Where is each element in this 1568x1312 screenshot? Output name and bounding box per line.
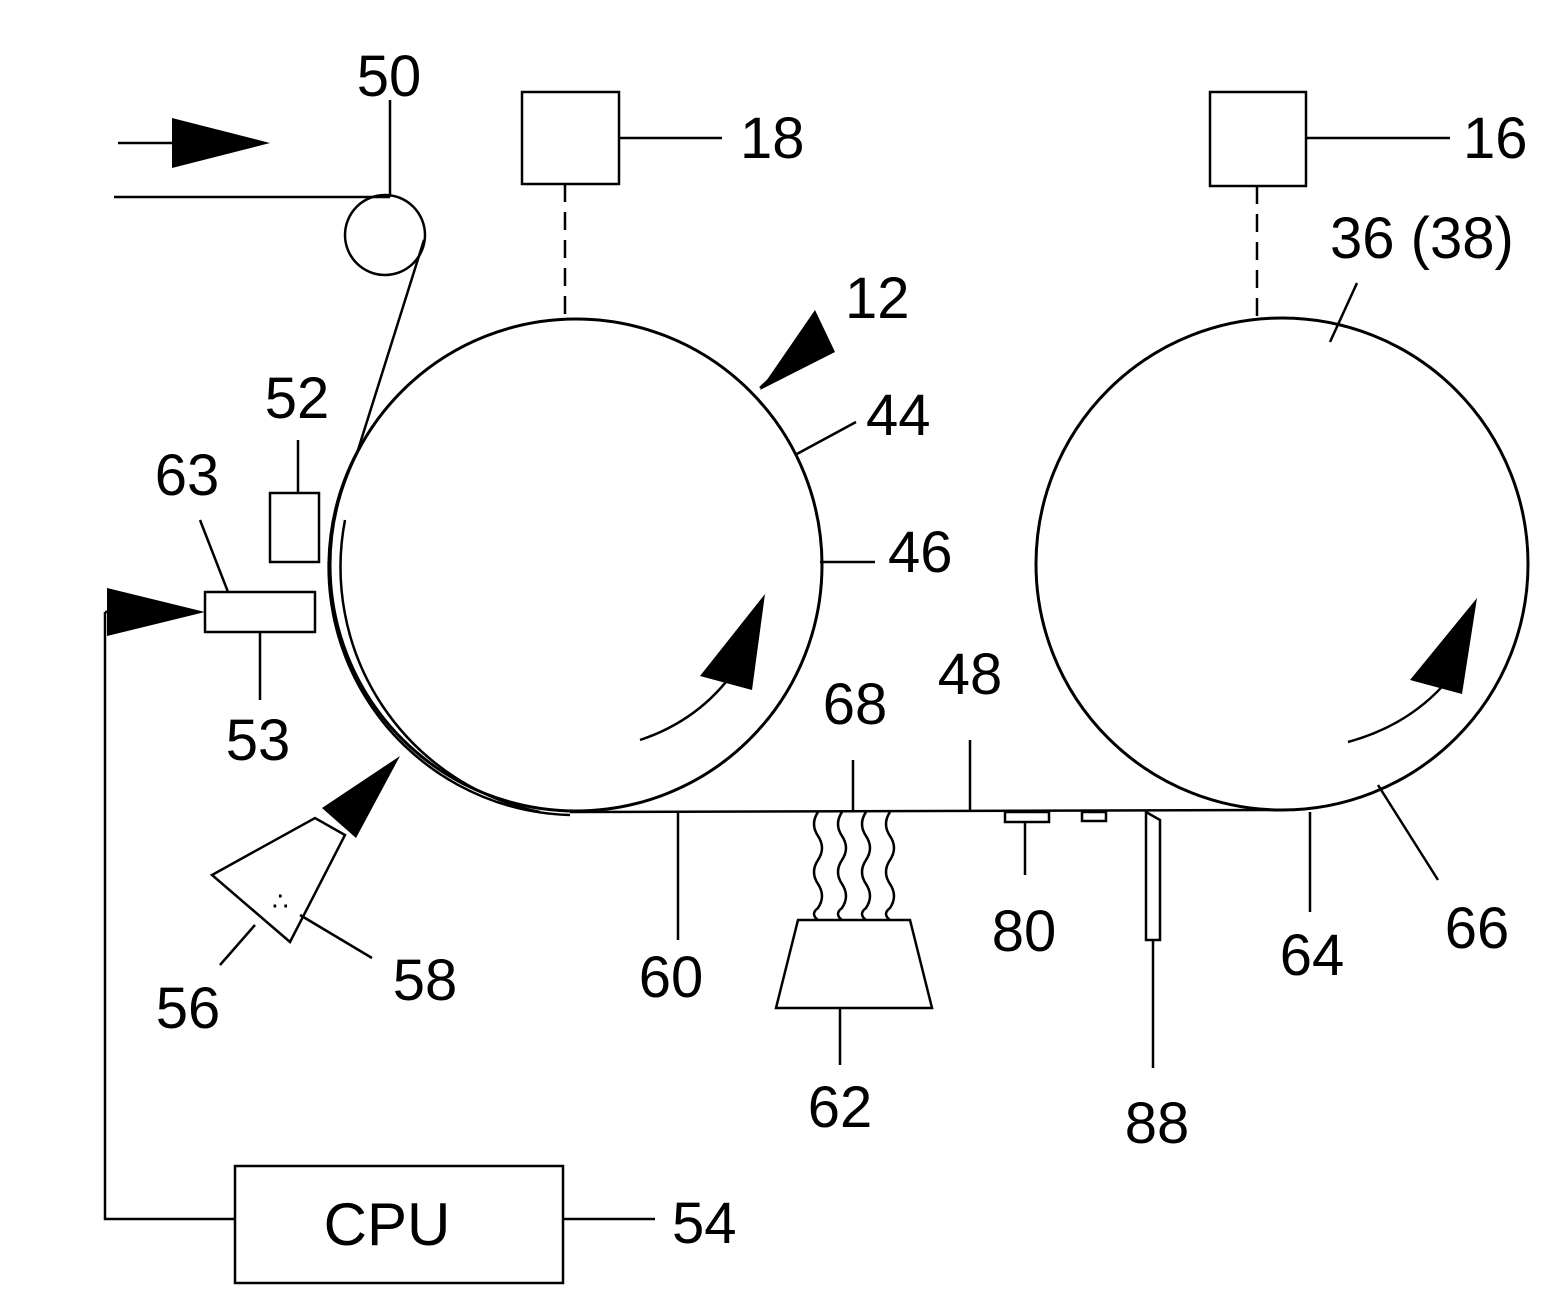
label-53: 53 <box>226 708 291 773</box>
drum-12 <box>330 319 822 811</box>
rotation-arrow-left <box>640 594 765 740</box>
unit-52-box <box>270 493 319 562</box>
unit-53-box <box>205 592 315 632</box>
label-46: 46 <box>888 520 953 585</box>
drum-36 <box>1036 318 1528 810</box>
nozzle-58-leader <box>300 915 372 958</box>
unit-16-box <box>1210 92 1306 186</box>
unit-63-leader <box>200 520 228 592</box>
label-63: 63 <box>155 443 220 508</box>
rotation-arrow-right <box>1348 598 1477 742</box>
label-16: 16 <box>1463 106 1528 171</box>
leader-44 <box>795 422 856 455</box>
label-50: 50 <box>357 44 422 109</box>
label-48: 48 <box>938 642 1003 707</box>
label-36: 36 (38) <box>1330 206 1514 271</box>
feed-arrow <box>118 118 270 168</box>
web-wrap <box>329 450 570 815</box>
sensor-80b <box>1082 812 1106 821</box>
label-54: 54 <box>672 1191 737 1256</box>
leader-36 <box>1330 283 1357 342</box>
web-wrap-inner <box>341 520 540 812</box>
arrow-12 <box>760 310 835 390</box>
cpu-feedback-line <box>105 612 235 1219</box>
feedback-arrow <box>105 588 205 636</box>
leader-66 <box>1378 785 1438 880</box>
label-62: 62 <box>808 1075 873 1140</box>
label-66: 66 <box>1445 896 1510 961</box>
label-64: 64 <box>1280 923 1345 988</box>
label-68: 68 <box>823 672 888 737</box>
unit-18-box <box>522 92 619 184</box>
heater-62 <box>776 920 932 1008</box>
label-12: 12 <box>845 266 910 331</box>
roller-50 <box>345 195 425 275</box>
web-48 <box>570 810 1285 812</box>
label-60: 60 <box>639 945 704 1010</box>
heat-waves-68 <box>814 812 894 920</box>
label-58: 58 <box>393 948 458 1013</box>
sensor-80 <box>1005 812 1049 822</box>
label-18: 18 <box>740 106 805 171</box>
label-80: 80 <box>992 899 1057 964</box>
blade-88 <box>1146 812 1160 940</box>
nozzle-56-leader <box>220 925 255 965</box>
svg-text:∴: ∴ <box>272 886 289 916</box>
label-52: 52 <box>265 366 330 431</box>
cpu-label: CPU <box>324 1191 451 1258</box>
label-56: 56 <box>156 976 221 1041</box>
label-88: 88 <box>1125 1091 1190 1156</box>
nozzle-56: ∴ <box>212 756 400 942</box>
label-44: 44 <box>866 383 931 448</box>
